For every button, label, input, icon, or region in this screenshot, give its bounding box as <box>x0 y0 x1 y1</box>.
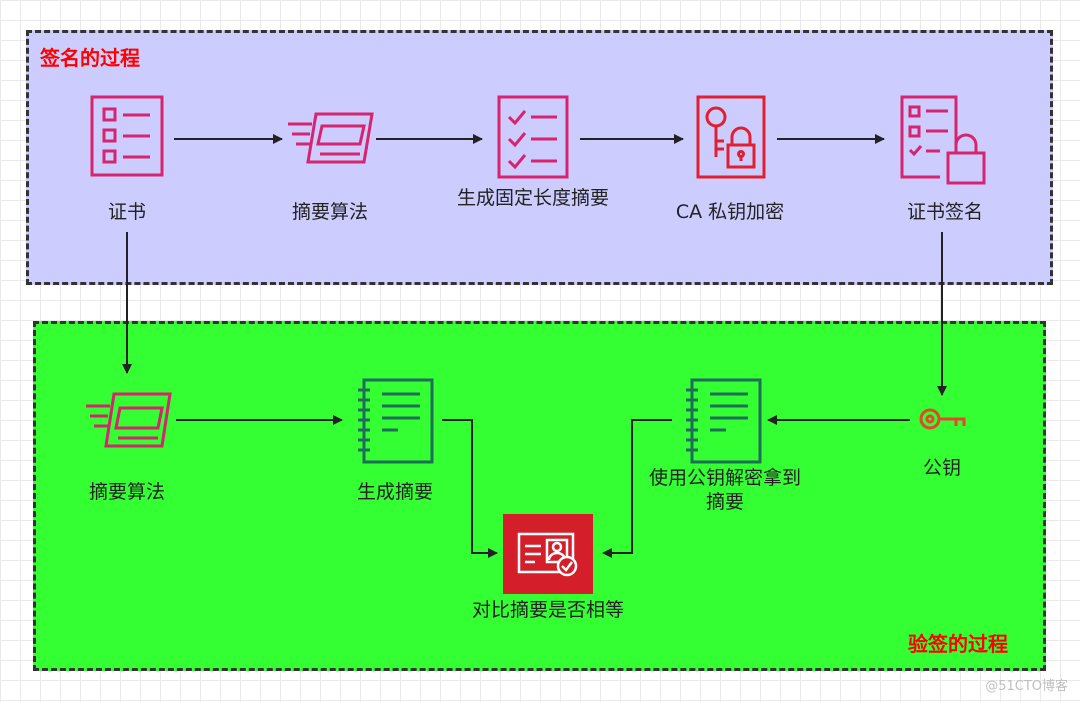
compare-label: 对比摘要是否相等 <box>471 599 624 621</box>
checked-list-icon <box>497 95 569 179</box>
public-key-label: 公钥 <box>922 457 961 479</box>
watermark: @51CTO博客 <box>985 679 1068 694</box>
digest-algo-bottom-label: 摘要算法 <box>88 481 165 503</box>
document-scan-icon <box>86 392 172 448</box>
verification-process-group <box>33 321 1046 671</box>
key-icon <box>919 408 966 430</box>
document-scan-icon <box>288 112 374 164</box>
identity-certificate-icon <box>503 514 593 594</box>
cert-sign-label: 证书签名 <box>906 201 983 223</box>
digest-algo-label: 摘要算法 <box>291 201 368 223</box>
verification-process-title: 验签的过程 <box>908 632 1008 656</box>
pubkey-decrypt-label: 使用公钥解密拿到摘要 <box>648 467 801 513</box>
gen-digest-label: 生成摘要 <box>356 481 433 503</box>
cert-label: 证书 <box>107 201 146 223</box>
ca-encrypt-label: CA 私钥加密 <box>675 201 785 223</box>
signing-process-title: 签名的过程 <box>40 46 140 70</box>
locked-checklist-icon <box>900 95 986 185</box>
fixed-digest-label: 生成固定长度摘要 <box>456 187 609 209</box>
signing-process-group <box>26 30 1053 285</box>
key-lock-document-icon <box>696 95 766 179</box>
notebook-icon <box>358 378 434 464</box>
checklist-icon <box>90 95 164 177</box>
notebook-icon <box>686 378 762 464</box>
